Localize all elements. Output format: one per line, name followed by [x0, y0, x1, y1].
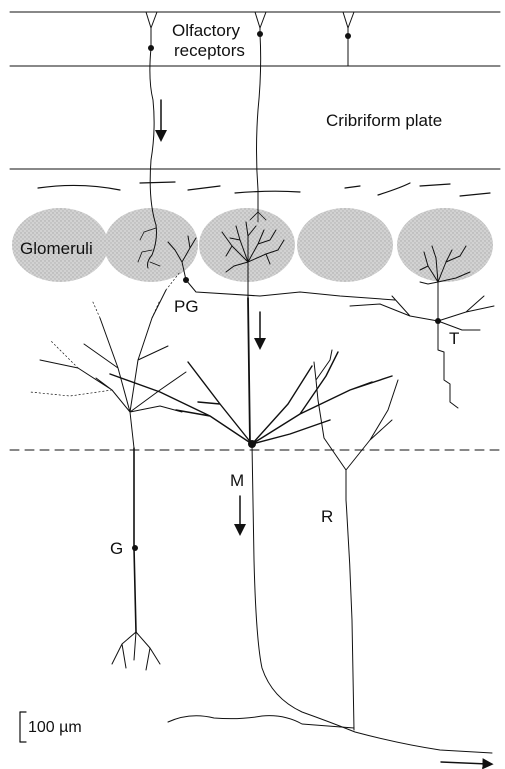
glomerulus-5 — [397, 208, 493, 282]
nerve-layer-dashes — [38, 182, 490, 196]
glomeruli-label: Glomeruli — [20, 239, 93, 258]
receptor-neuron-2 — [250, 12, 266, 222]
g-label: G — [110, 539, 123, 558]
olfactory-receptors-label-line2: receptors — [174, 41, 245, 60]
olfactory-receptors-label-line1: Olfactory — [172, 21, 241, 40]
centrifugal-fiber-r — [314, 350, 398, 730]
glomerulus-4 — [297, 208, 393, 282]
pg-label: PG — [174, 297, 199, 316]
r-label: R — [321, 507, 333, 526]
receptor-neuron-3 — [343, 12, 354, 66]
scale-bar-label: 100 µm — [28, 719, 82, 736]
t-label: T — [449, 329, 459, 348]
cribriform-plate-label: Cribriform plate — [326, 111, 442, 130]
bottom-fiber — [168, 716, 354, 728]
mitral-cell — [110, 298, 492, 764]
scale-bar: 100 µm — [20, 712, 82, 742]
m-label: M — [230, 471, 244, 490]
granule-cell — [30, 272, 186, 670]
